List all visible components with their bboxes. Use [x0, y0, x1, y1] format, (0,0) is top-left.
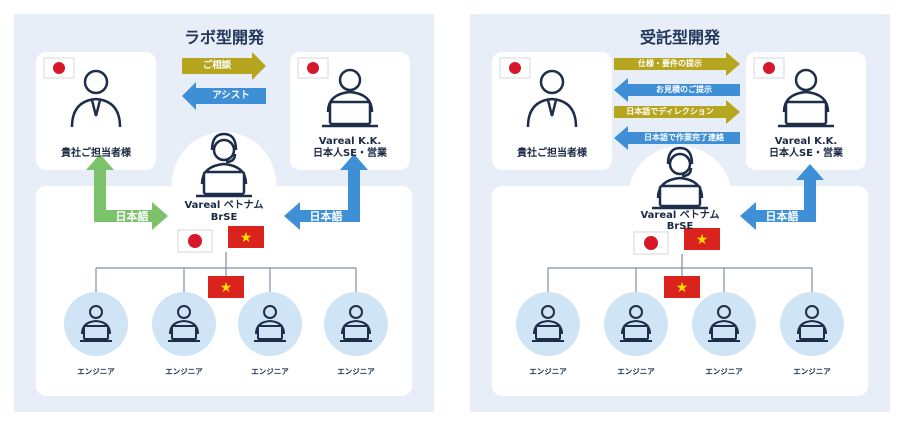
vietnam-flag-icon: ★: [684, 228, 720, 250]
japan-flag-icon: [753, 57, 785, 79]
vietnam-flag-icon: ★: [664, 276, 700, 298]
direction-arrow: [614, 100, 740, 124]
japan-flag-icon: [633, 231, 669, 255]
estimate-arrow: [614, 78, 740, 102]
brse-role-label: BrSE: [666, 221, 694, 232]
engineer-label: エンジニア: [337, 367, 375, 376]
japanese-label-blue: 日本語: [765, 210, 799, 223]
engineer-label: エンジニア: [793, 367, 831, 376]
panel-title: ラボ型開発: [183, 28, 264, 47]
client-label: 貴社ご担当者様: [517, 148, 587, 159]
japanese-label-green: 日本語: [115, 210, 149, 223]
brse-role-label: BrSE: [210, 212, 238, 223]
engineer-icons: [64, 292, 388, 356]
brse-company-label: Vareal ベトナム: [640, 210, 720, 221]
svg-text:★: ★: [696, 232, 709, 248]
svg-text:★: ★: [240, 230, 253, 246]
engineer-label: エンジニア: [165, 367, 203, 376]
team-tree-lines: [95, 252, 357, 294]
japan-flag-icon: [43, 57, 75, 79]
panel-title: 受託型開発: [639, 28, 720, 47]
vareal-role-label: 日本人SE・営業: [768, 148, 844, 159]
consult-arrow: [182, 52, 266, 80]
client-label: 貴社ご担当者様: [61, 148, 131, 159]
client-person-icon: [526, 69, 578, 128]
vietnam-flag-icon: ★: [228, 226, 264, 248]
estimate-label: お見積のご提示: [656, 85, 712, 94]
japanese-label-blue: 日本語: [309, 210, 343, 223]
japan-flag-icon: [177, 229, 213, 253]
assist-arrow: [182, 82, 266, 110]
engineer-label: エンジニア: [77, 367, 115, 376]
brse-headset-icon: [196, 132, 252, 198]
brse-headset-icon: [652, 146, 708, 210]
lab-development-panel: ラボ型開発: [14, 14, 434, 412]
japanese-green-arrow: [86, 154, 168, 230]
direction-label: 日本語でディレクション: [626, 107, 714, 116]
vareal-name-label: Vareal K.K.: [774, 136, 838, 147]
japanese-blue-arrow: [284, 154, 368, 230]
japan-flag-icon: [499, 57, 531, 79]
japanese-blue-arrow: [740, 164, 824, 230]
svg-text:★: ★: [676, 280, 689, 296]
engineer-icons: [516, 292, 844, 356]
brse-company-label: Vareal ベトナム: [184, 200, 264, 211]
engineer-label: エンジニア: [529, 367, 567, 376]
completion-report-arrow: [614, 126, 740, 150]
vareal-person-laptop-icon: [322, 68, 378, 128]
assist-arrow-label: アシスト: [212, 90, 250, 101]
vareal-name-label: Vareal K.K.: [318, 136, 382, 147]
consult-arrow-label: ご相談: [202, 60, 232, 71]
team-tree-lines: [547, 254, 813, 294]
engineer-label: エンジニア: [617, 367, 655, 376]
vareal-person-laptop-icon: [778, 68, 834, 128]
contract-development-panel: 受託型開発: [470, 14, 890, 412]
vareal-role-label: 日本人SE・営業: [312, 148, 388, 159]
client-person-icon: [70, 69, 122, 128]
vietnam-flag-icon: ★: [208, 276, 244, 298]
spec-request-label: 仕様・要件の提示: [638, 59, 702, 68]
engineer-label: エンジニア: [251, 367, 289, 376]
completion-report-label: 日本語で作業完了連絡: [644, 133, 724, 142]
spec-request-arrow: [614, 52, 740, 76]
japan-flag-icon: [297, 57, 329, 79]
svg-text:★: ★: [220, 280, 233, 296]
lab-diagram-graphics: ★ ★: [43, 52, 388, 356]
engineer-label: エンジニア: [705, 367, 743, 376]
contract-diagram-graphics: ★ ★: [499, 52, 844, 356]
